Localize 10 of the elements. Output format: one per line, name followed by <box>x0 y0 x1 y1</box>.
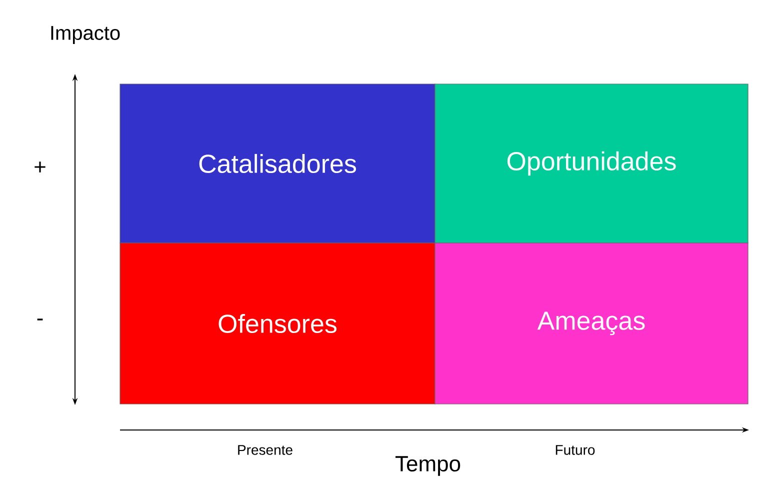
quadrant-box: Oportunidades <box>434 84 748 244</box>
axis-label: Futuro <box>556 445 595 455</box>
axis-label: Presente <box>238 445 292 455</box>
quadrant-box: Ofensores <box>120 242 436 404</box>
axis-title: Impacto <box>51 26 120 44</box>
axis-title: Tempo <box>396 456 460 476</box>
axis-sign: - <box>37 318 43 320</box>
axis-sign: + <box>34 162 46 172</box>
quadrant-box: Catalisadores <box>120 84 436 244</box>
quadrant-box: Ameaças <box>434 242 748 404</box>
